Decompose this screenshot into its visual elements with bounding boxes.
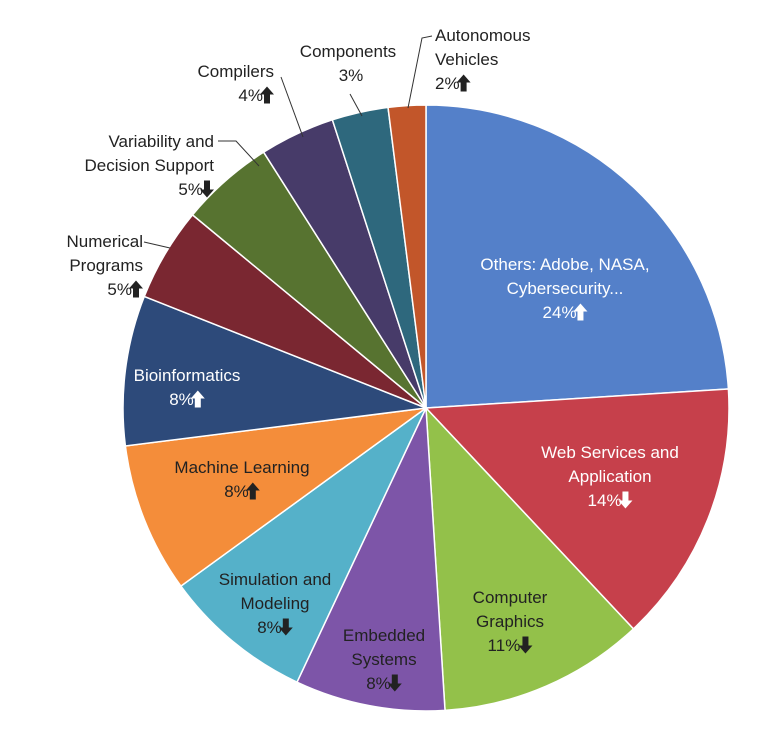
slice-percent-others-adobe-nasa-cybersecurity: 24%	[543, 303, 577, 322]
slice-percent-embedded-systems: 8%	[366, 674, 391, 693]
slice-label-web-services-and-application: Web Services and	[541, 443, 679, 462]
trend-down-arrow-icon	[518, 636, 533, 654]
leader-line-variability-and-decision-support	[218, 140, 260, 167]
slice-percent-components: 3%	[339, 66, 364, 85]
slice-percent-machine-learning: 8%	[224, 482, 249, 501]
leader-line-autonomous-vehicles	[407, 35, 433, 109]
slice-percent-web-services-and-application: 14%	[588, 491, 622, 510]
slice-label-web-services-and-application: Application	[568, 467, 651, 486]
slice-label-autonomous-vehicles: Vehicles	[435, 50, 498, 69]
pie-slice-others-adobe-nasa-cybersecurity	[425, 104, 730, 409]
slice-label-numerical-programs: Numerical	[66, 232, 143, 251]
slice-label-computer-graphics: Graphics	[476, 612, 544, 631]
slice-label-compilers: Compilers	[197, 62, 274, 81]
slice-label-machine-learning: Machine Learning	[174, 458, 309, 477]
trend-up-arrow-icon	[573, 303, 588, 321]
slice-label-others-adobe-nasa-cybersecurity: Others: Adobe, NASA,	[480, 255, 649, 274]
pie-slice-simulation-and-modeling	[179, 407, 427, 684]
slice-label-variability-and-decision-support: Variability and	[108, 132, 214, 151]
trend-up-arrow-icon	[456, 74, 471, 92]
slice-percent-variability-and-decision-support: 5%	[178, 180, 203, 199]
pie-slice-machine-learning	[124, 407, 427, 588]
slice-label-components: Components	[300, 42, 396, 61]
pie-slice-web-services-and-application	[424, 388, 730, 630]
slice-percent-computer-graphics: 11%	[488, 636, 521, 655]
slice-label-bioinformatics: Bioinformatics	[134, 366, 241, 385]
slice-labels: Others: Adobe, NASA, Cybersecurity... 24% W…	[66, 26, 678, 693]
slice-label-computer-graphics: Computer	[473, 588, 548, 607]
slice-label-embedded-systems: Systems	[351, 650, 416, 669]
slice-label-autonomous-vehicles: Autonomous	[435, 26, 530, 45]
trend-down-arrow-icon	[618, 491, 633, 509]
slice-percent-numerical-programs: 5%	[107, 280, 132, 299]
slice-percent-compilers: 4%	[238, 86, 263, 105]
leader-line-components	[349, 93, 363, 117]
slice-percent-autonomous-vehicles: 2%	[435, 74, 460, 93]
slice-label-embedded-systems: Embedded	[343, 626, 425, 645]
trend-up-arrow-icon	[129, 280, 143, 298]
slice-label-simulation-and-modeling: Modeling	[241, 594, 310, 613]
slice-label-numerical-programs: Programs	[69, 256, 143, 275]
trend-up-arrow-icon	[190, 390, 205, 408]
slice-percent-bioinformatics: 8%	[169, 390, 194, 409]
pie-slice-embedded-systems	[295, 407, 446, 712]
slice-label-variability-and-decision-support: Decision Support	[85, 156, 215, 175]
trend-up-arrow-icon	[245, 482, 260, 500]
pie-slice-autonomous-vehicles	[387, 104, 427, 409]
slice-percent-simulation-and-modeling: 8%	[257, 618, 282, 637]
slice-label-others-adobe-nasa-cybersecurity: Cybersecurity...	[507, 279, 624, 298]
trend-down-arrow-icon	[200, 180, 214, 198]
pie-slice-bioinformatics	[122, 295, 427, 447]
leader-line-numerical-programs	[143, 241, 171, 249]
trend-down-arrow-icon	[387, 674, 402, 692]
pie-slice-computer-graphics	[425, 405, 635, 712]
leader-lines	[143, 35, 433, 249]
leader-line-compilers	[280, 76, 304, 138]
trend-down-arrow-icon	[278, 618, 293, 636]
trend-up-arrow-icon	[260, 86, 274, 104]
pie-slices	[122, 104, 730, 712]
slice-label-simulation-and-modeling: Simulation and	[219, 570, 331, 589]
